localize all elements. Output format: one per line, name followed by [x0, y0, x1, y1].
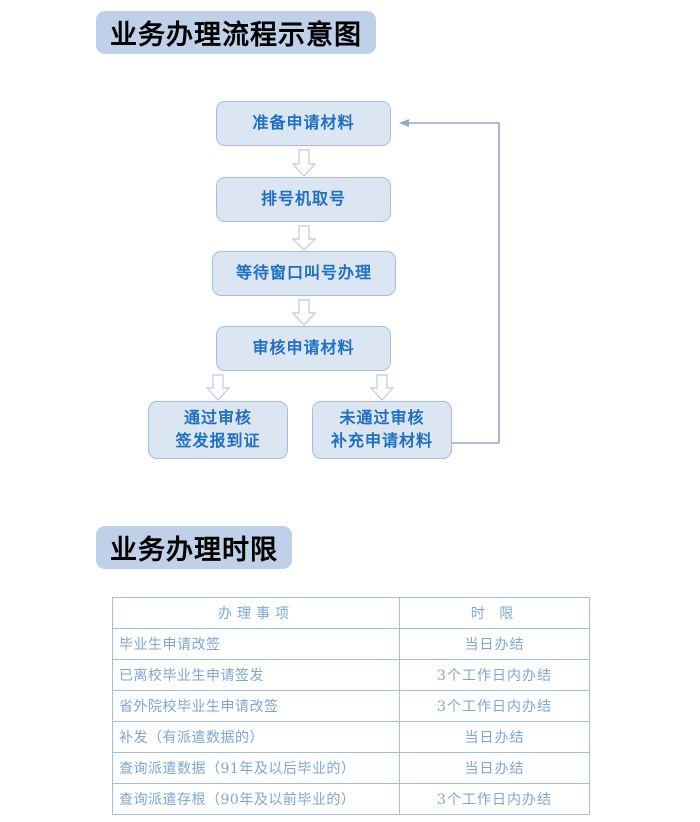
table-row: 查询派遣数据（91年及以后毕业的）当日办结	[112, 752, 590, 784]
flow-node-label: 准备申请材料	[252, 113, 355, 133]
flow-node-label-line1: 未通过审核	[339, 408, 425, 428]
table-row: 补发（有派遣数据的）当日办结	[112, 721, 590, 753]
table-cell-limit: 3个工作日内办结	[399, 659, 590, 691]
table-cell-item: 省外院校毕业生申请改签	[112, 690, 400, 722]
table-row: 查询派遣存根（90年及以前毕业的）3个工作日内办结	[112, 783, 590, 815]
table-cell-item: 毕业生申请改签	[112, 628, 400, 660]
arrow-wait-to-review	[291, 299, 317, 326]
flow-node-label: 审核申请材料	[252, 338, 355, 358]
arrow-review-to-fail	[369, 374, 395, 401]
page-title-time-limit: 业务办理时限	[96, 526, 292, 569]
table-row: 毕业生申请改签当日办结	[112, 628, 590, 660]
flow-node-label-line1: 通过审核	[183, 408, 252, 428]
table-cell-limit: 当日办结	[399, 752, 590, 784]
table-header-item: 办理事项	[112, 597, 400, 629]
table-cell-item: 已离校毕业生申请签发	[112, 659, 400, 691]
flow-node-take-number[interactable]: 排号机取号	[216, 177, 391, 222]
table-cell-item: 补发（有派遣数据的）	[112, 721, 400, 753]
flow-node-prepare-materials[interactable]: 准备申请材料	[216, 101, 391, 146]
page-title-flowchart: 业务办理流程示意图	[96, 11, 376, 54]
table-cell-limit: 当日办结	[399, 628, 590, 660]
flow-node-review-passed[interactable]: 通过审核 签发报到证	[148, 401, 288, 459]
flow-node-label: 等待窗口叫号办理	[235, 263, 372, 283]
arrow-prepare-to-ticket	[291, 149, 317, 177]
table-cell-limit: 3个工作日内办结	[399, 690, 590, 722]
flow-node-label-line2: 签发报到证	[175, 431, 261, 450]
table-cell-limit: 3个工作日内办结	[399, 783, 590, 815]
flow-node-review-materials[interactable]: 审核申请材料	[216, 326, 391, 371]
arrow-review-to-pass	[205, 374, 231, 401]
arrow-ticket-to-wait	[291, 225, 317, 251]
table-header-limit: 时 限	[399, 597, 590, 629]
flow-node-label-line2: 补充申请材料	[330, 431, 433, 450]
flowchart-diagram: 准备申请材料 排号机取号 等待窗口叫号办理 审核申请材料 通过审核 签发报到证 …	[148, 101, 500, 459]
table-cell-item: 查询派遣存根（90年及以前毕业的）	[112, 783, 400, 815]
feedback-line-fail-to-prepare	[399, 119, 500, 444]
table-cell-item: 查询派遣数据（91年及以后毕业的）	[112, 752, 400, 784]
flow-node-wait-for-window[interactable]: 等待窗口叫号办理	[212, 251, 396, 296]
table-header-row: 办理事项 时 限	[112, 597, 590, 629]
table-cell-limit: 当日办结	[399, 721, 590, 753]
flow-node-review-failed[interactable]: 未通过审核 补充申请材料	[312, 401, 452, 459]
flow-node-label: 排号机取号	[260, 189, 346, 209]
